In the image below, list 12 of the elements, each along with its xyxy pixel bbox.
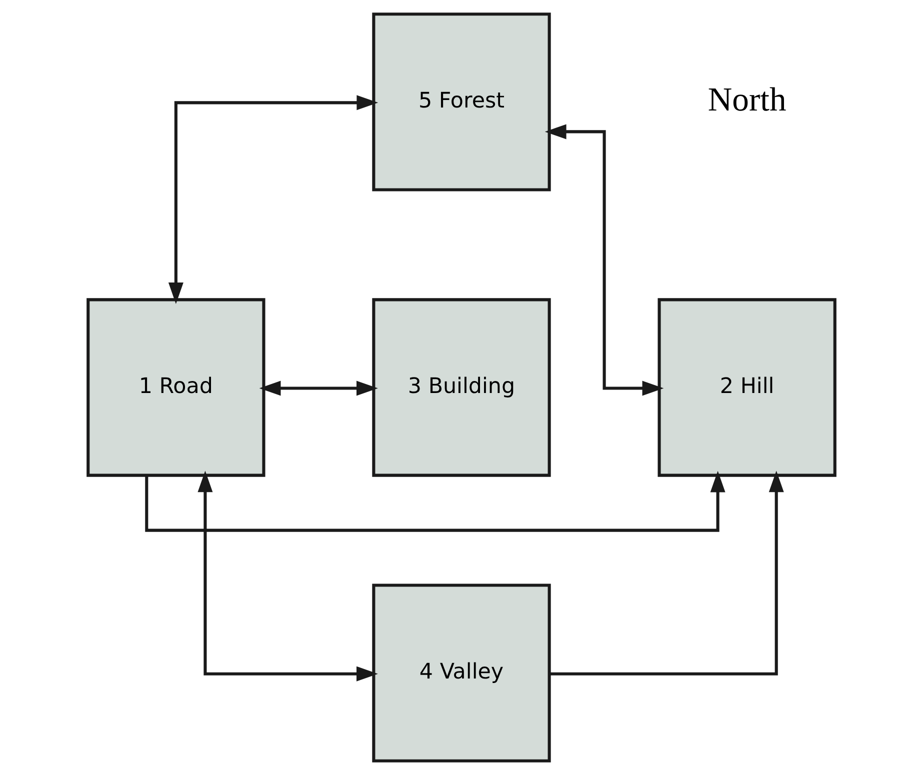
arrow xyxy=(258,380,378,396)
node-box: 5 Forest xyxy=(372,12,550,192)
node-box: 3 Building xyxy=(372,298,550,477)
arrow xyxy=(544,124,664,396)
arrow xyxy=(549,470,784,676)
node-box: 2 Hill xyxy=(657,298,836,477)
node-box: 1 Road xyxy=(86,298,265,477)
arrow xyxy=(144,470,725,532)
node-box: 4 Valley xyxy=(372,584,550,762)
arrow xyxy=(197,470,378,682)
arrow xyxy=(168,95,378,304)
label: North xyxy=(707,81,786,118)
